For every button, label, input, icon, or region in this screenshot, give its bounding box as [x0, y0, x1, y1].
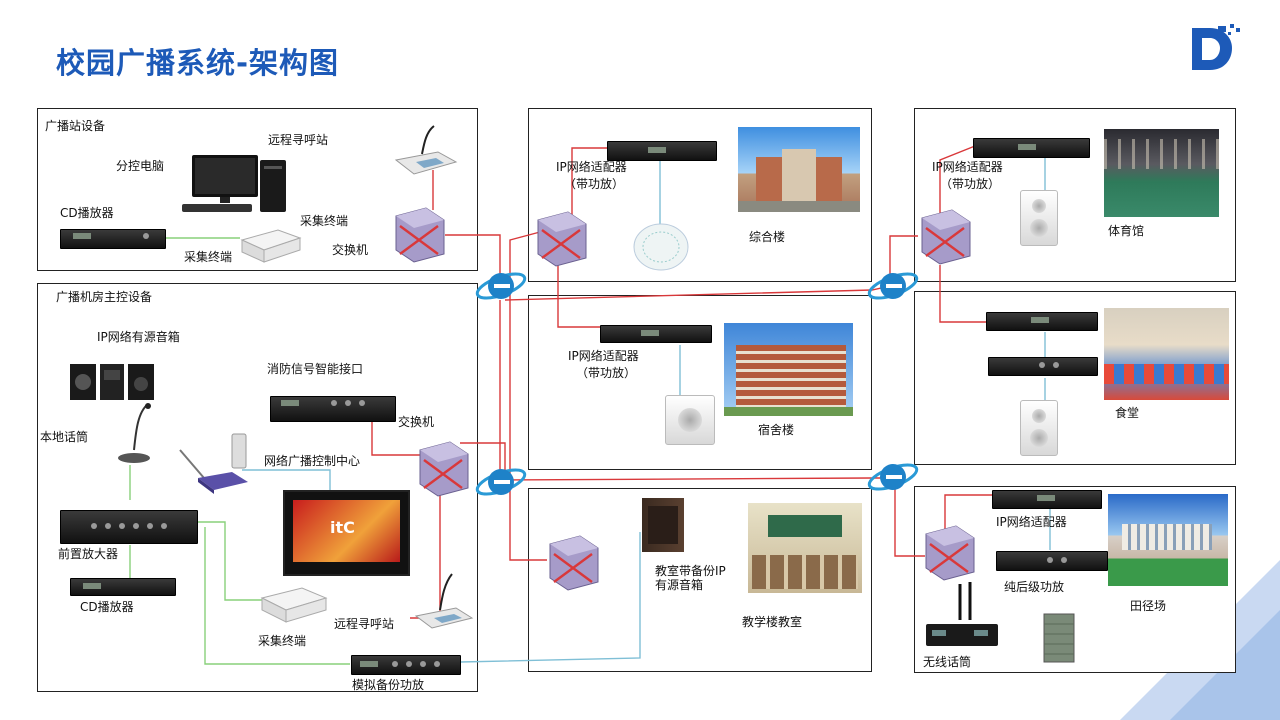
field-photo [1108, 494, 1228, 586]
internet-icon [475, 468, 527, 496]
dorm-adapter-label-1: IP网络适配器 [568, 349, 639, 363]
screen-brand: itC [330, 518, 355, 537]
station-terminal-a-label: 采集终端 [300, 214, 349, 228]
control-center-label: 网络广播控制中心 [264, 454, 361, 468]
gym-adapter-icon [973, 138, 1090, 158]
ip-speaker-label: IP网络有源音箱 [97, 330, 180, 344]
control-remote-call-station-icon [414, 573, 474, 629]
gym-switch-icon [921, 209, 971, 265]
control-switch-icon [419, 441, 469, 497]
zonghe-adapter-label-2: （带功放） [564, 177, 625, 191]
wireless-router-icon [179, 433, 248, 494]
classroom-speaker-icon [642, 498, 684, 552]
dorm-adapter-label-2: （带功放） [576, 366, 637, 380]
canteen-speaker-icon [1020, 400, 1058, 456]
dorm-adapter-icon [600, 325, 712, 343]
backup-amp-icon [351, 655, 461, 675]
fire-interface-icon [270, 396, 396, 422]
teaching-switch-icon [549, 535, 599, 591]
page-title: 校园广播系统-架构图 [56, 46, 340, 80]
backup-amp-label: 模拟备份功放 [352, 678, 425, 692]
local-mic-label: 本地话筒 [40, 430, 89, 444]
station-switch-label: 交换机 [332, 243, 369, 257]
gym-building-label: 体育馆 [1108, 224, 1145, 238]
zonghe-adapter-icon [607, 141, 717, 161]
zonghe-building-label: 综合楼 [749, 230, 786, 244]
cd-player-icon [60, 229, 166, 249]
station-terminal-b-label: 采集终端 [184, 250, 233, 264]
gym-speaker-icon [1020, 190, 1058, 246]
dorm-building-photo [724, 323, 853, 416]
field-adapter-icon [992, 490, 1102, 509]
teaching-speaker-label-1: 教室带备份IP [655, 564, 726, 578]
remote-call-station-icon [394, 125, 458, 175]
canteen-photo [1104, 308, 1229, 400]
station-pc-label: 分控电脑 [116, 159, 165, 173]
control-switch-label: 交换机 [398, 415, 435, 429]
zonghe-switch-icon [537, 211, 587, 267]
classroom-photo [748, 503, 862, 593]
control-capture-terminal-icon [260, 587, 328, 623]
switch-icon [395, 207, 445, 263]
field-adapter-label: IP网络适配器 [996, 515, 1067, 529]
field-amp-label: 纯后级功放 [1004, 580, 1065, 594]
canteen-amp-icon [988, 357, 1098, 376]
fire-interface-label: 消防信号智能接口 [267, 362, 364, 376]
internet-icon [867, 463, 919, 491]
pc-icon [182, 155, 286, 212]
zonghe-adapter-label-1: IP网络适配器 [556, 160, 627, 174]
station-cd-label: CD播放器 [60, 206, 114, 220]
control-cd-player-icon [70, 578, 176, 596]
capture-terminal-icon [240, 229, 302, 263]
preamp-icon [60, 510, 198, 544]
canteen-building-label: 食堂 [1115, 406, 1140, 420]
internet-icon [475, 272, 527, 300]
microphone-icon [118, 403, 151, 463]
control-center-screen: itC [283, 490, 410, 576]
gym-adapter-label-2: （带功放） [940, 177, 1001, 191]
panel-control [37, 283, 478, 692]
logo-icon [1192, 24, 1240, 70]
control-cd-label: CD播放器 [80, 600, 134, 614]
wireless-mic-receiver-icon [926, 582, 998, 646]
field-mic-label: 无线话筒 [923, 655, 972, 669]
ceiling-speaker-icon [633, 223, 689, 271]
zonghe-building-photo [738, 127, 860, 212]
canteen-adapter-icon [986, 312, 1098, 331]
ip-speaker-icon [70, 364, 154, 400]
internet-icon [867, 272, 919, 300]
station-remote-call-label: 远程寻呼站 [268, 133, 329, 147]
teaching-speaker-label-2: 有源音箱 [655, 578, 704, 592]
wall-speaker-icon [665, 395, 715, 445]
teaching-building-label: 教学楼教室 [742, 615, 803, 629]
horn-speaker-icon [1043, 613, 1075, 663]
gym-adapter-label-1: IP网络适配器 [932, 160, 1003, 174]
dorm-building-label: 宿舍楼 [758, 423, 795, 437]
station-title: 广播站设备 [45, 119, 106, 133]
control-remote-call-label: 远程寻呼站 [334, 617, 395, 631]
field-amp-icon [996, 551, 1108, 571]
gym-photo [1104, 129, 1219, 217]
field-building-label: 田径场 [1130, 599, 1167, 613]
control-title: 广播机房主控设备 [56, 290, 153, 304]
control-terminal-label: 采集终端 [258, 634, 307, 648]
field-switch-icon [925, 525, 975, 581]
preamp-label: 前置放大器 [58, 547, 119, 561]
